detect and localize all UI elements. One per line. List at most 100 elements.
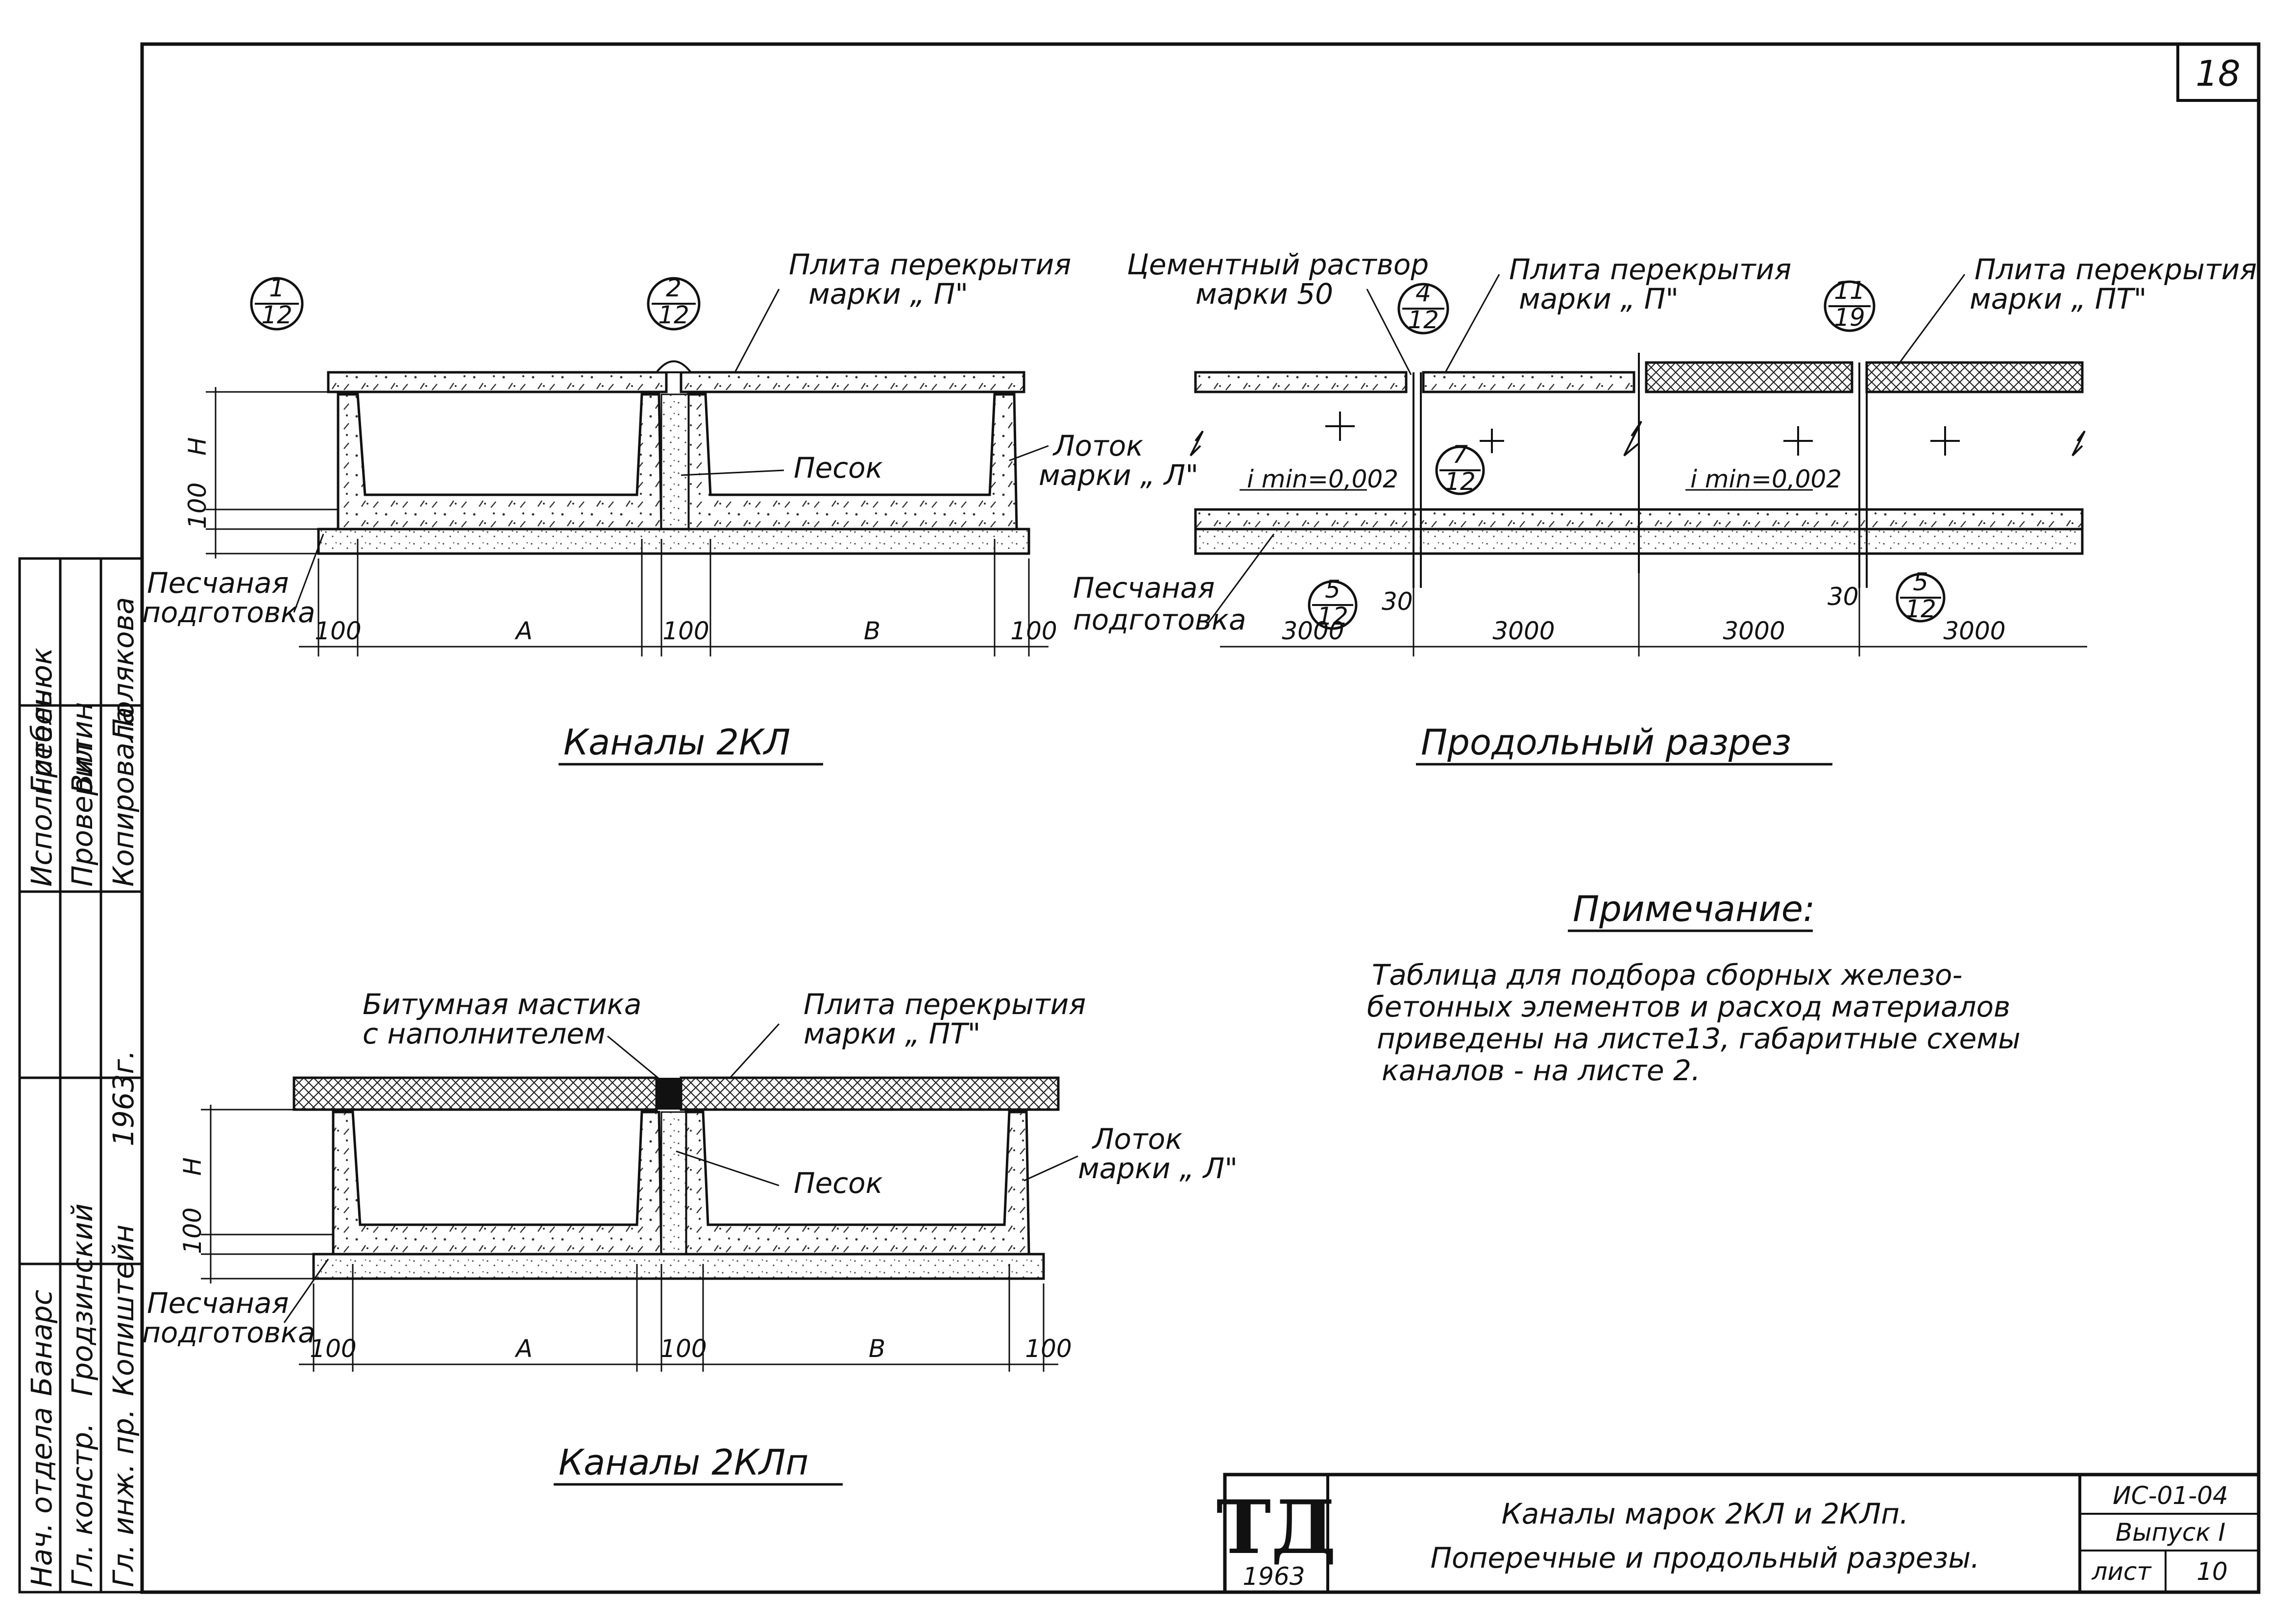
slab-right xyxy=(680,371,1025,393)
sand-base xyxy=(317,528,1030,555)
slope-left: i min=0,002 xyxy=(1247,465,1398,493)
callout-7-12: 7 12 xyxy=(1435,440,1485,496)
label-sand-base-2: Песчаная xyxy=(147,1286,289,1320)
slope-right: i min=0,002 xyxy=(1690,465,1842,493)
section-2kl: 1 12 2 12 Н 100 xyxy=(142,248,1198,766)
page-number: 18 xyxy=(2195,53,2241,94)
svg-text:11: 11 xyxy=(1834,276,1865,305)
svg-text:3000: 3000 xyxy=(1723,617,1785,645)
label-slab-p-long: Плита перекрытия xyxy=(1509,253,1791,286)
section-longitudinal: i min=0,002 i min=0,002 4 12 11 19 7 12 … xyxy=(1073,248,2257,766)
svg-text:3000: 3000 xyxy=(1943,617,2005,645)
svg-text:12: 12 xyxy=(1444,467,1476,496)
role-executor: Исполнитель xyxy=(25,690,58,887)
label-sand-base-long: Песчаная xyxy=(1073,571,1215,605)
role-head: Нач. отдела xyxy=(25,1407,58,1587)
svg-text:марки „ П": марки „ П" xyxy=(808,277,968,311)
note-heading: Примечание: xyxy=(1573,888,1815,929)
svg-text:марки „ Л": марки „ Л" xyxy=(1078,1152,1238,1185)
svg-text:100: 100 xyxy=(183,483,212,529)
svg-text:19: 19 xyxy=(1834,303,1865,332)
label-slab-pt-long: Плита перекрытия xyxy=(1974,253,2257,286)
label-slab-p: Плита перекрытия xyxy=(789,248,1071,281)
side-table xyxy=(18,557,144,1594)
svg-text:с наполнителем: с наполнителем xyxy=(363,1017,606,1050)
name-chief-engineer: Копиштейн xyxy=(107,1225,140,1396)
svg-text:Н: Н xyxy=(178,1157,207,1176)
sand-fill xyxy=(660,393,689,530)
slab-pt-right xyxy=(680,1076,1060,1111)
svg-text:3000: 3000 xyxy=(1492,617,1555,645)
svg-text:А: А xyxy=(514,1334,533,1363)
svg-text:марки „ ПТ": марки „ ПТ" xyxy=(804,1017,980,1050)
svg-text:5: 5 xyxy=(1913,568,1928,596)
svg-text:30: 30 xyxy=(1828,582,1859,611)
tray-left-2 xyxy=(332,1111,663,1256)
svg-text:2: 2 xyxy=(666,274,682,302)
callout-1-12: 1 12 xyxy=(250,274,304,331)
svg-text:30: 30 xyxy=(1382,587,1413,616)
callout-4-12: 4 12 xyxy=(1397,279,1449,335)
slab-left xyxy=(327,371,668,393)
svg-text:В: В xyxy=(864,617,880,645)
section-2klp: Н 100 100 А 100 В 100 Битумная мастика с… xyxy=(142,988,1238,1486)
svg-text:100: 100 xyxy=(662,617,709,645)
svg-text:7: 7 xyxy=(1452,440,1468,469)
label-sand: Песок xyxy=(794,451,883,485)
svg-text:марки „ ПТ": марки „ ПТ" xyxy=(1970,282,2146,315)
svg-text:3000: 3000 xyxy=(1282,617,1344,645)
stamp-sheet-label: лист xyxy=(2091,1557,2152,1586)
name-checked: Витин xyxy=(66,702,99,794)
release-year: 1963г. xyxy=(107,1050,140,1146)
label-tray-l: Лоток xyxy=(1052,429,1143,462)
sand-base-2 xyxy=(312,1253,1045,1280)
note-line-3: приведены на листе13, габаритные схемы xyxy=(1377,1022,2021,1055)
side-table-text: Исполнитель Проверил Гребенюк Витин Копи… xyxy=(25,597,140,1587)
label-sand-base: Песчаная xyxy=(147,566,289,600)
name-copied: Полякова xyxy=(107,597,140,740)
sand-fill-2 xyxy=(660,1111,687,1255)
note-line-1: Таблица для подбора сборных железо- xyxy=(1372,958,1962,992)
title-block xyxy=(1223,1473,2261,1594)
td-logo: ТД xyxy=(1217,1484,1337,1571)
label-bitumen: Битумная мастика xyxy=(363,988,641,1021)
svg-text:подготовка: подготовка xyxy=(142,596,316,629)
name-executor: Гребенюк xyxy=(25,648,58,794)
stamp-sheet-no: 10 xyxy=(2196,1557,2228,1586)
title-2klp: Каналы 2КЛп xyxy=(559,1442,808,1483)
svg-text:100: 100 xyxy=(310,1334,356,1363)
svg-text:12: 12 xyxy=(1317,602,1348,630)
slab-pt-left xyxy=(292,1076,658,1111)
svg-text:12: 12 xyxy=(658,301,689,329)
role-chief-designer: Гл. констр. xyxy=(66,1423,99,1587)
stamp-series: ИС-01-04 xyxy=(2113,1481,2228,1510)
svg-text:100: 100 xyxy=(315,617,361,645)
svg-text:100: 100 xyxy=(1025,1334,1072,1363)
svg-text:1: 1 xyxy=(269,274,285,302)
name-head: Банарс xyxy=(25,1289,58,1396)
svg-text:подготовка: подготовка xyxy=(142,1316,316,1349)
svg-text:12: 12 xyxy=(261,301,292,329)
mortar-joint xyxy=(654,360,693,373)
tray-left xyxy=(337,393,663,531)
note-line-2: бетонных элементов и расход материалов xyxy=(1367,990,2010,1023)
stamp-title-2: Поперечные и продольный разрезы. xyxy=(1430,1541,1979,1575)
name-chief-designer: Гродзинский xyxy=(66,1204,99,1396)
callout-5-12-right: 5 12 xyxy=(1896,568,1946,623)
svg-text:100: 100 xyxy=(1010,617,1057,645)
label-tray-l-2: Лоток xyxy=(1092,1122,1182,1156)
svg-text:марки „ Л": марки „ Л" xyxy=(1039,459,1198,492)
page-number-box: 18 xyxy=(2176,43,2260,102)
svg-text:4: 4 xyxy=(1415,279,1431,307)
svg-text:100: 100 xyxy=(660,1334,707,1363)
svg-text:подготовка: подготовка xyxy=(1073,603,1246,636)
stamp-issue: Выпуск I xyxy=(2116,1518,2225,1547)
callout-2-12: 2 12 xyxy=(647,274,701,331)
svg-text:А: А xyxy=(514,617,533,645)
label-sand-2: Песок xyxy=(794,1166,883,1200)
svg-text:5: 5 xyxy=(1325,575,1340,604)
svg-text:100: 100 xyxy=(178,1208,207,1254)
svg-text:В: В xyxy=(869,1334,885,1363)
svg-text:12: 12 xyxy=(1408,306,1439,334)
stamp-year: 1963 xyxy=(1243,1562,1305,1591)
